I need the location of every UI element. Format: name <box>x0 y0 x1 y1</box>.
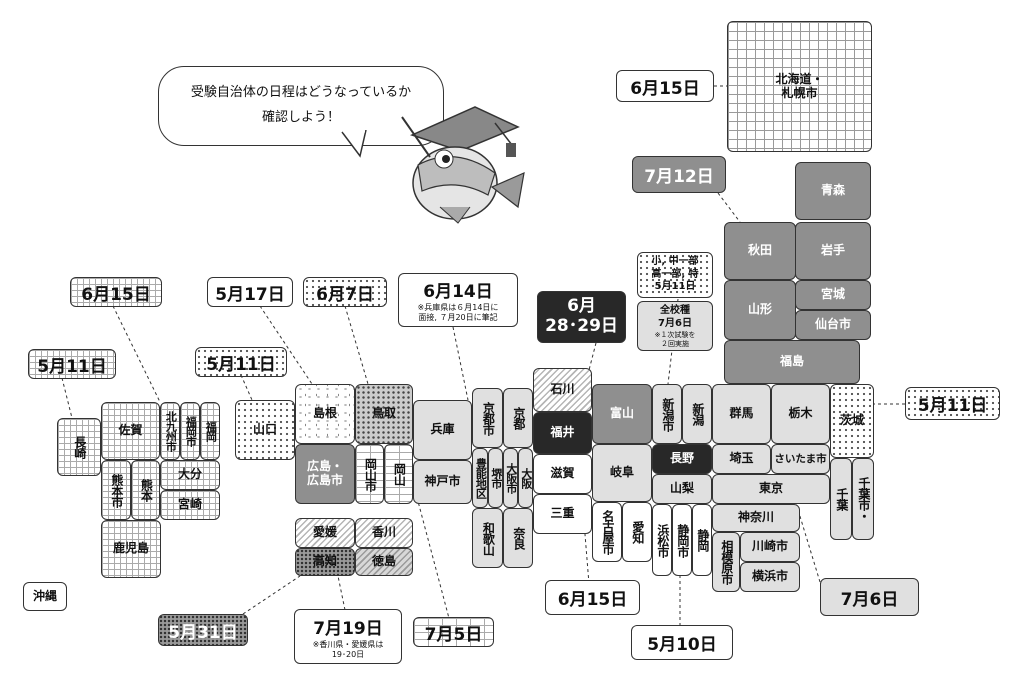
pref-ehime: 愛媛 <box>295 518 355 548</box>
pref-gifu: 岐阜 <box>592 444 652 502</box>
pref-niigata-city: 新潟市 <box>652 384 682 444</box>
date-kyushu-north: 6月15日 <box>70 277 162 307</box>
pref-saitama: 埼玉 <box>712 444 771 474</box>
pref-miyazaki: 宮崎 <box>160 490 220 520</box>
niigata-sub-note: ※１次試験を ２回実施 <box>654 331 696 348</box>
date-shizuoka: 5月10日 <box>631 625 733 660</box>
pref-fukuoka-city: 福岡市 <box>180 402 200 460</box>
pref-kochi: 高知 <box>295 548 355 576</box>
shikoku-note: ※香川県・愛媛県は 19･20日 <box>312 639 384 659</box>
pref-oita: 大分 <box>160 460 220 490</box>
pref-hamamatsu: 浜松市 <box>652 504 672 576</box>
bubble-line-1: 受験自治体の日程はどうなっているか <box>190 85 412 101</box>
pref-yokohama: 横浜市 <box>740 562 800 592</box>
pref-aichi: 愛知 <box>622 502 652 562</box>
pref-wakayama: 和歌山 <box>472 508 503 568</box>
date-tohoku: 7月12日 <box>632 156 726 193</box>
pref-kobe: 神戸市 <box>413 460 472 504</box>
pref-tochigi: 栃木 <box>771 384 830 444</box>
pref-niigata: 新潟 <box>682 384 712 444</box>
pref-aomori: 青森 <box>795 162 871 220</box>
pref-yamagata: 山形 <box>724 280 796 340</box>
pref-toyono: 豊能地区 <box>472 448 488 508</box>
pref-fukui: 福井 <box>533 412 592 454</box>
pref-nagano: 長野 <box>652 444 712 474</box>
pref-sakai: 堺市 <box>488 448 503 508</box>
pref-mie: 三重 <box>533 494 592 534</box>
pref-akita: 秋田 <box>724 222 796 280</box>
pref-okayama-city: 岡山市 <box>355 444 384 504</box>
pref-saitama-city: さいたま市 <box>771 444 830 474</box>
pref-iwate: 岩手 <box>795 222 871 280</box>
date-aichi: 6月15日 <box>545 580 640 615</box>
pref-chiba-city: 千葉市・ <box>852 458 874 540</box>
pref-toyama: 富山 <box>592 384 652 444</box>
pref-kagoshima: 鹿児島 <box>101 520 161 578</box>
pref-tokushima: 徳島 <box>355 548 413 576</box>
pref-kawasaki: 川崎市 <box>740 532 800 562</box>
pref-osaka: 大阪 <box>518 448 533 508</box>
date-okayama: 7月5日 <box>413 617 494 647</box>
date-yamaguchi: 5月11日 <box>195 347 287 377</box>
date-ibaraki: 5月11日 <box>905 387 1000 420</box>
pref-hiroshima: 広島・ 広島市 <box>295 444 355 504</box>
hyogo-note: ※兵庫県は６月14日に 面接, ７月20日に筆記 <box>417 303 499 322</box>
pref-okinawa: 沖縄 <box>23 582 67 611</box>
date-niigata-note: 小, 中一部 高一部, 特 5月11日 <box>637 252 713 298</box>
pref-nara: 奈良 <box>503 508 533 568</box>
pref-yamanashi: 山梨 <box>652 474 712 504</box>
pref-kyoto-city: 京都市 <box>472 388 503 448</box>
mascot-fish-icon <box>401 106 525 224</box>
pref-kagawa: 香川 <box>355 518 413 548</box>
pref-fukuoka: 福岡 <box>200 402 220 460</box>
pref-kumamoto: 熊本 <box>131 460 160 520</box>
pref-kumamoto-city: 熊本市 <box>101 460 131 520</box>
pref-ibaraki: 茨城 <box>830 384 874 458</box>
pref-miyagi: 宮城 <box>795 280 871 310</box>
date-niigata-main: 全校種 7月6日 ※１次試験を ２回実施 <box>637 301 713 351</box>
date-chiba: 7月6日 <box>820 578 919 616</box>
date-kochi: 5月31日 <box>158 614 248 646</box>
pref-hyogo: 兵庫 <box>413 400 472 460</box>
pref-kitakyushu: 北九州市 <box>160 402 180 460</box>
date-hyogo: 6月14日 ※兵庫県は６月14日に 面接, ７月20日に筆記 <box>398 273 518 327</box>
date-hokkaido: 6月15日 <box>616 70 714 102</box>
pref-shizuoka-city: 静岡市 <box>672 504 692 576</box>
date-tottori: 6月7日 <box>303 277 387 307</box>
speech-bubble: 受験自治体の日程はどうなっているか 確認しよう！ <box>158 66 444 146</box>
pref-saga: 佐賀 <box>101 402 160 460</box>
pref-shizuoka: 静岡 <box>692 504 712 576</box>
bubble-line-2: 確認しよう！ <box>261 110 340 125</box>
date-shimane: 5月17日 <box>207 277 293 307</box>
pref-shiga: 滋賀 <box>533 454 592 494</box>
pref-yamaguchi: 山口 <box>235 400 295 460</box>
pref-kyoto: 京都 <box>503 388 533 448</box>
pref-sendai: 仙台市 <box>795 310 871 340</box>
pref-tokyo: 東京 <box>712 474 830 504</box>
pref-shimane: 島根 <box>295 384 355 444</box>
pref-fukushima: 福島 <box>724 340 860 384</box>
date-shikoku: 7月19日 ※香川県・愛媛県は 19･20日 <box>294 609 402 664</box>
pref-ishikawa: 石川 <box>533 368 592 412</box>
pref-nagoya: 名古屋市 <box>592 502 622 562</box>
pref-tottori: 鳥取 <box>355 384 413 444</box>
pref-chiba: 千葉 <box>830 458 852 540</box>
niigata-main-text: 全校種 7月6日 <box>658 305 692 330</box>
hyogo-date-text: 6月14日 <box>423 282 493 303</box>
pref-gunma: 群馬 <box>712 384 771 444</box>
pref-okayama: 岡山 <box>384 444 413 504</box>
date-fukui: 6月 28･29日 <box>537 291 626 343</box>
shikoku-date-text: 7月19日 <box>313 618 383 639</box>
pref-osaka-city: 大阪市 <box>503 448 518 508</box>
pref-kanagawa: 神奈川 <box>712 504 800 532</box>
pref-nagasaki: 長崎 <box>57 418 101 476</box>
date-nagasaki: 5月11日 <box>28 349 116 379</box>
pref-hokkaido: 北海道・ 札幌市 <box>727 21 872 152</box>
speech-bubble-tail <box>341 130 367 158</box>
pref-sagamihara: 相模原市 <box>712 532 740 592</box>
